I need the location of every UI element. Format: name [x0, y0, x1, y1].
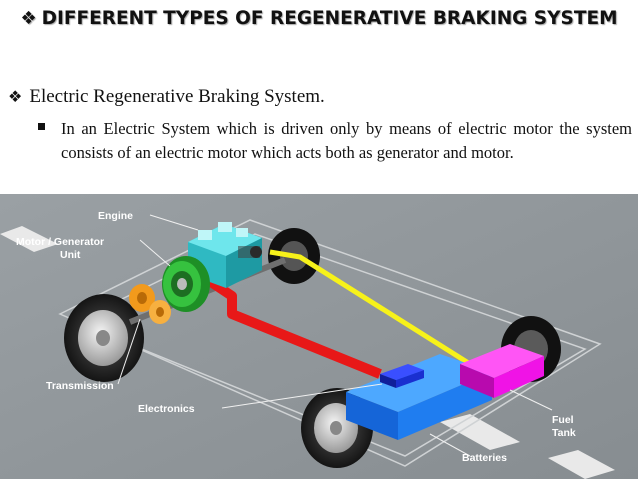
slide-title: ❖DIFFERENT TYPES OF REGENERATIVE BRAKING… [0, 6, 638, 32]
wheel-rear-left [64, 294, 144, 382]
square-bullet-icon [38, 123, 45, 130]
electronics-box [380, 364, 424, 388]
fuel-tank [460, 344, 544, 398]
motor-generator-unit [162, 256, 210, 312]
fuel-line [269, 249, 472, 367]
label-tank: Tank [552, 427, 576, 439]
label-transmission: Transmission [46, 380, 114, 392]
label-motor-generator-unit: Unit [60, 249, 81, 261]
section-heading: ❖ Electric Regenerative Braking System. [8, 86, 325, 108]
label-fuel: Fuel [552, 414, 574, 426]
label-batteries: Batteries [462, 452, 507, 464]
label-engine: Engine [98, 210, 133, 222]
power-cable [202, 273, 382, 379]
battery-pack [346, 354, 492, 440]
label-motor-generator: Motor / Generator [16, 236, 104, 248]
bullet-text: In an Electric System which is driven on… [61, 119, 632, 162]
leader-lines [117, 214, 553, 457]
section-heading-text: Electric Regenerative Braking System. [29, 86, 325, 107]
label-electronics: Electronics [138, 403, 195, 415]
regenerative-braking-diagram: Engine Motor / Generator Unit Transmissi… [0, 194, 638, 479]
bullet-list-item: In an Electric System which is driven on… [38, 117, 632, 165]
transmission-gears [129, 284, 171, 324]
diamond-four-icon: ❖ [20, 8, 37, 29]
slide-title-text: DIFFERENT TYPES OF REGENERATIVE BRAKING … [41, 8, 618, 29]
diamond-four-icon: ❖ [8, 87, 23, 106]
